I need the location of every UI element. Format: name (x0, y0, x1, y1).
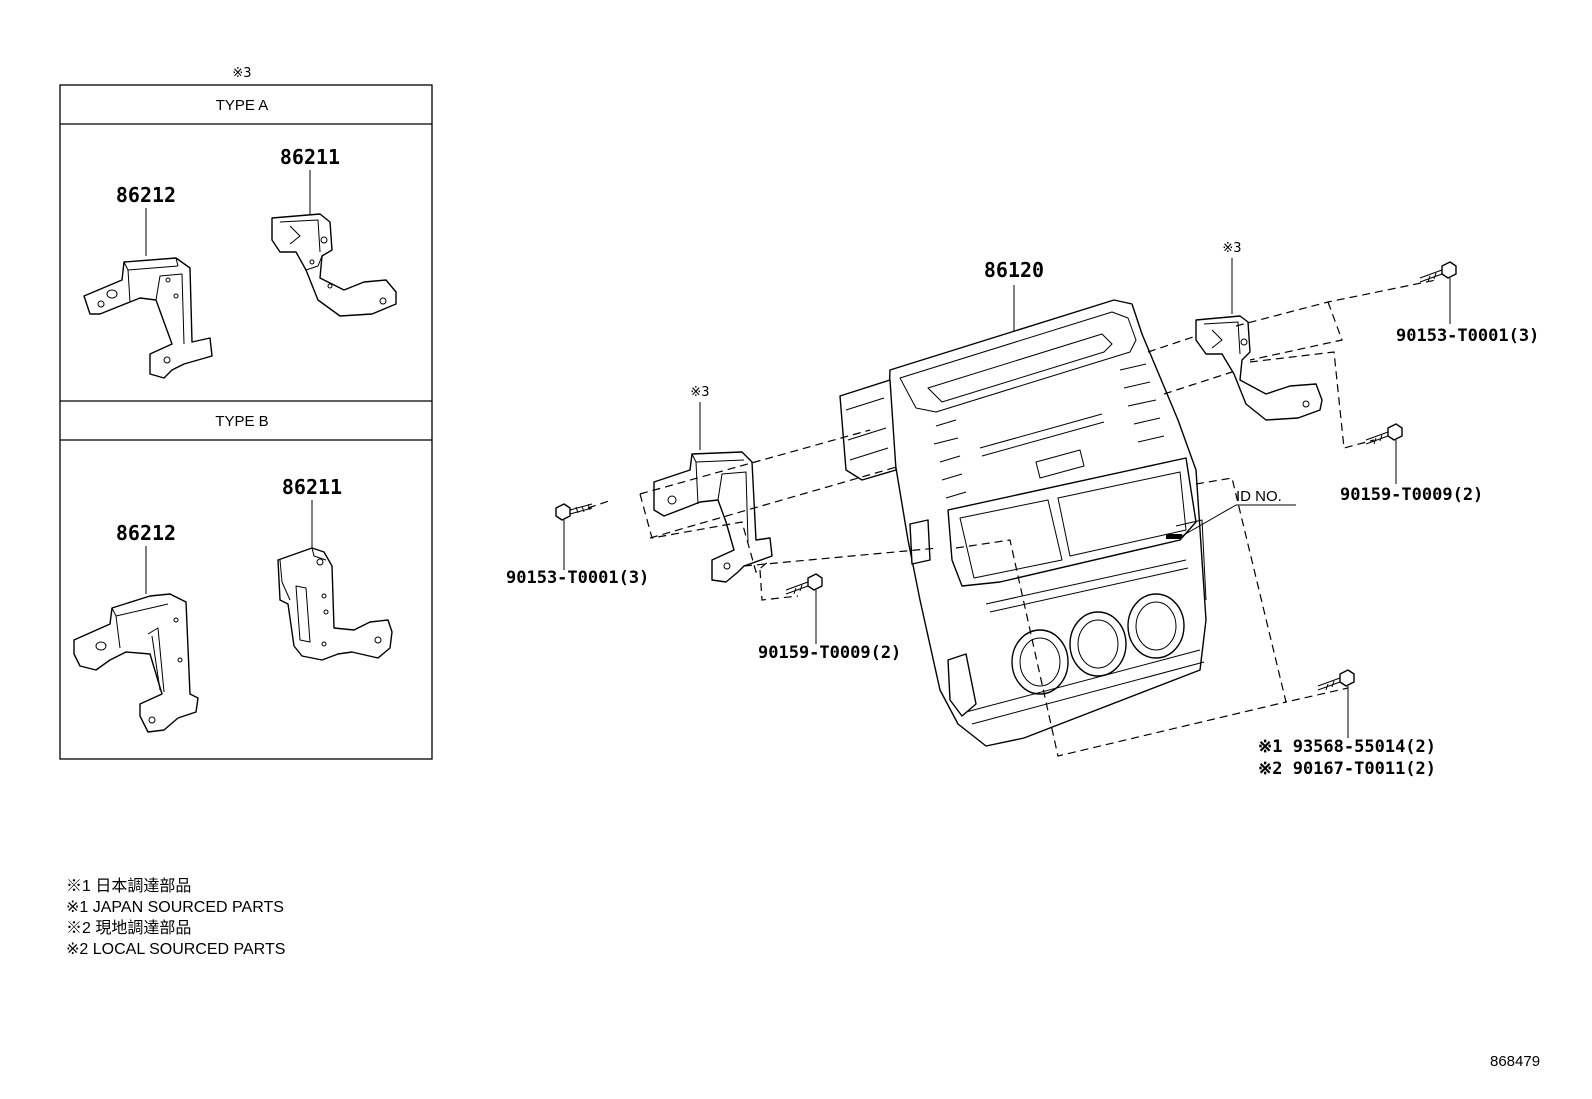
label-90159-left: 90159-T0009(2) (758, 643, 901, 663)
assembly-lines (587, 279, 1437, 757)
type-b-title: TYPE B (215, 413, 268, 430)
type-a-part-86212: 86212 (116, 183, 176, 207)
type-b-bracket-86212 (73, 593, 199, 733)
type-b-part-86211: 86211 (282, 475, 342, 499)
type-a-bracket-86211 (271, 213, 397, 317)
screw-left-lower (785, 573, 823, 595)
note-1-jp: ※1 日本調達部品 (66, 878, 192, 895)
label-90167: ※2 90167-T0011(2) (1258, 759, 1436, 779)
type-a-title: TYPE A (216, 97, 269, 114)
label-90153-left: 90153-T0001(3) (506, 568, 649, 588)
screw-right-mid (1365, 423, 1403, 445)
diagram-code: 868479 (1490, 1053, 1541, 1070)
label-90159-right: 90159-T0009(2) (1340, 485, 1483, 505)
type-b-bracket-86211 (277, 547, 393, 661)
id-no-label: ID NO. (1236, 488, 1282, 505)
right-bracket (1195, 315, 1323, 421)
type-a-part-86211: 86211 (280, 145, 340, 169)
note-2-en: ※2 LOCAL SOURCED PARTS (66, 941, 286, 958)
screw-left-upper (555, 503, 593, 521)
note-2-jp: ※2 現地調達部品 (66, 920, 192, 937)
note-1-en: ※1 JAPAN SOURCED PARTS (66, 899, 284, 916)
screw-bottom-right (1317, 669, 1355, 691)
right-bracket-marker: ※3 (1222, 241, 1241, 256)
label-90153-right: 90153-T0001(3) (1396, 326, 1539, 346)
type-b-part-86212: 86212 (116, 521, 176, 545)
inset-frame (59, 84, 433, 760)
inset-marker: ※3 (232, 66, 251, 81)
screw-right-upper (1419, 261, 1457, 283)
label-93568: ※1 93568-55014(2) (1258, 737, 1436, 757)
left-bracket (653, 451, 773, 583)
center-panel-86120 (839, 299, 1207, 747)
type-a-bracket-86212 (83, 257, 213, 379)
left-bracket-marker: ※3 (690, 385, 709, 400)
footnotes: ※1 日本調達部品 ※1 JAPAN SOURCED PARTS ※2 現地調達… (66, 876, 285, 960)
part-86120-label: 86120 (984, 258, 1044, 282)
